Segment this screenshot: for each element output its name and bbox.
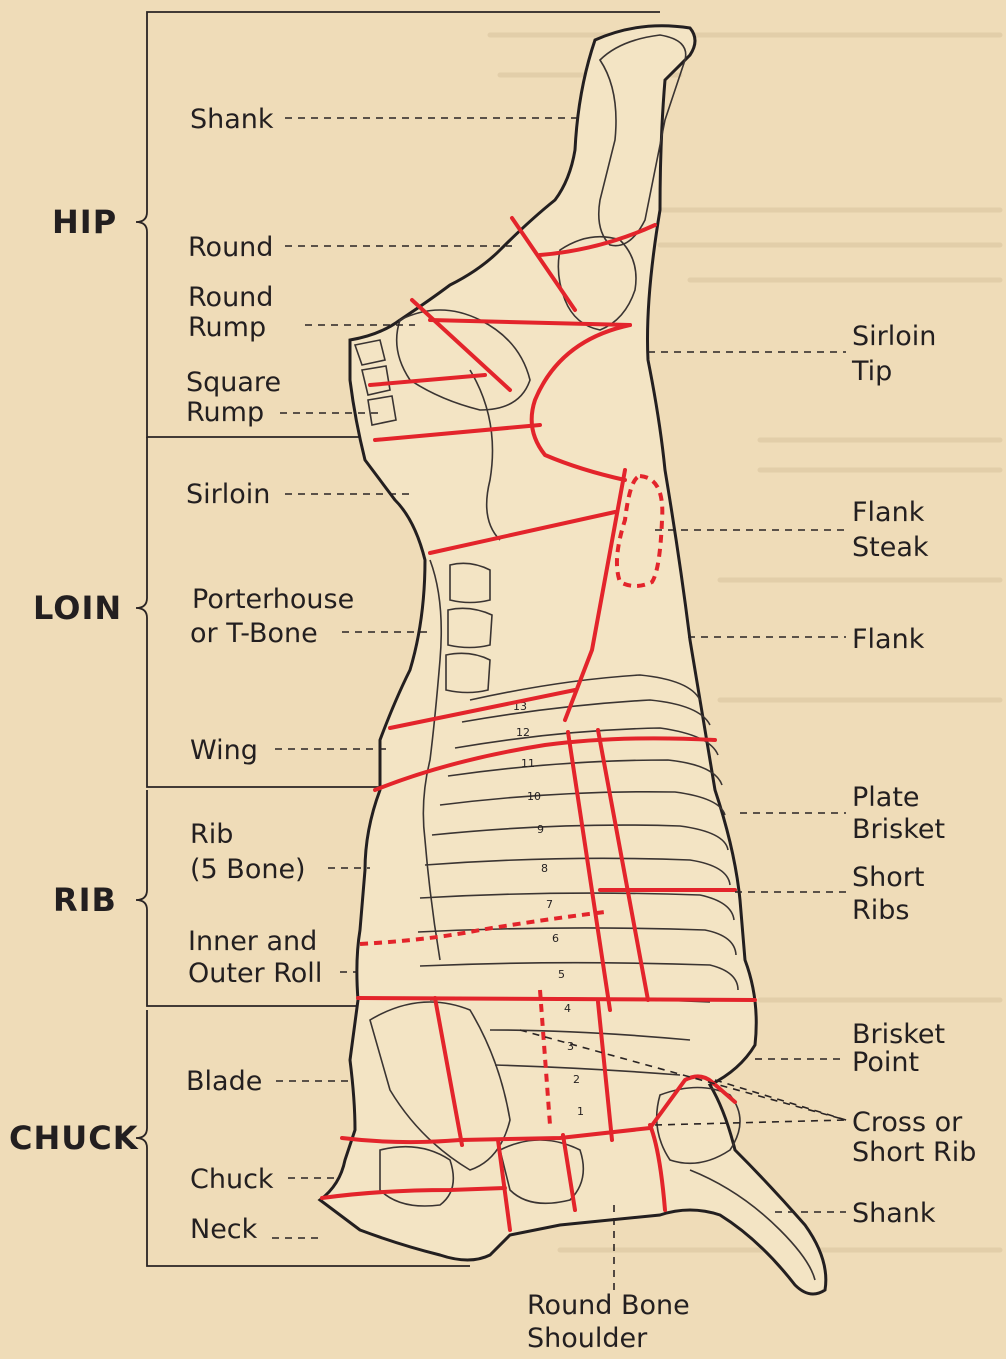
rib-number: 2	[573, 1073, 580, 1086]
rib-number: 10	[527, 790, 541, 803]
label-brisket-point-1: Brisket	[852, 1019, 945, 1050]
rib-number: 5	[558, 968, 565, 981]
label-round-bone-shoulder-2: Shoulder	[527, 1323, 648, 1354]
rib-number: 3	[567, 1040, 574, 1053]
label-sirloin-tip-2: Tip	[851, 356, 892, 387]
rib-number: 6	[552, 932, 559, 945]
bottom-label: Round Bone Shoulder	[527, 1290, 690, 1354]
label-shank-fore: Shank	[852, 1198, 936, 1229]
label-blade: Blade	[186, 1066, 262, 1097]
right-labels: Sirloin Tip Flank Steak Flank Plate Bris…	[851, 321, 976, 1229]
label-short-ribs-1: Short	[852, 862, 924, 893]
label-neck: Neck	[190, 1214, 258, 1245]
section-loin: LOIN	[33, 589, 122, 627]
label-shank-hind: Shank	[190, 104, 274, 135]
label-square-rump-2: Rump	[186, 397, 264, 428]
section-chuck: CHUCK	[9, 1119, 139, 1157]
label-porterhouse-2: or T-Bone	[190, 618, 318, 649]
label-rib-2: (5 Bone)	[190, 854, 306, 885]
label-round-rump-1: Round	[188, 282, 273, 313]
label-wing: Wing	[190, 735, 258, 766]
label-cross-short-rib-1: Cross or	[852, 1107, 963, 1138]
rib-number: 8	[541, 862, 548, 875]
rib-number: 1	[577, 1105, 584, 1118]
rib-number: 9	[537, 823, 544, 836]
section-rib: RIB	[53, 881, 117, 919]
label-inner-outer-roll-2: Outer Roll	[188, 958, 322, 989]
label-square-rump-1: Square	[186, 367, 281, 398]
label-inner-outer-roll-1: Inner and	[188, 926, 317, 957]
carcass-outline	[320, 26, 826, 1294]
section-hip: HIP	[52, 203, 117, 241]
label-rib-1: Rib	[190, 819, 233, 850]
label-sirloin: Sirloin	[186, 479, 270, 510]
label-flank-steak-1: Flank	[852, 497, 925, 528]
label-porterhouse-1: Porterhouse	[192, 584, 354, 615]
label-brisket-point-2: Point	[852, 1047, 919, 1078]
label-plate-brisket-1: Plate	[852, 782, 920, 813]
label-flank: Flank	[852, 624, 925, 655]
label-flank-steak-2: Steak	[852, 532, 929, 563]
rib-number: 4	[564, 1002, 571, 1015]
label-sirloin-tip-1: Sirloin	[852, 321, 936, 352]
section-labels: HIP LOIN RIB CHUCK	[9, 203, 139, 1157]
label-plate-brisket-2: Brisket	[852, 814, 945, 845]
rib-number: 11	[521, 757, 535, 770]
label-cross-short-rib-2: Short Rib	[852, 1137, 976, 1168]
left-labels: Shank Round Round Rump Square Rump Sirlo…	[186, 104, 354, 1245]
label-round-rump-2: Rump	[188, 312, 266, 343]
rib-number: 12	[516, 726, 530, 739]
label-round-bone-shoulder-1: Round Bone	[527, 1290, 690, 1321]
label-short-ribs-2: Ribs	[852, 895, 909, 926]
rib-number: 7	[546, 898, 553, 911]
label-chuck: Chuck	[190, 1164, 274, 1195]
label-round: Round	[188, 232, 273, 263]
